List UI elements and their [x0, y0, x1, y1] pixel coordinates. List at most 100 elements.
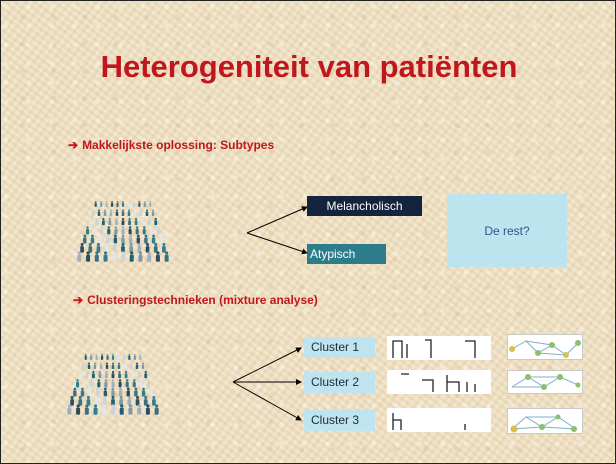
person-figure [111, 387, 115, 397]
person-figure [100, 226, 104, 235]
person-figure [86, 396, 91, 406]
person-figure [73, 387, 77, 397]
person-figure [94, 201, 97, 207]
person-figure [88, 387, 92, 397]
person-figure [75, 379, 80, 388]
person-figure [121, 251, 125, 262]
person-figure [102, 396, 107, 406]
person-figure [156, 226, 161, 235]
person-figure [102, 404, 107, 415]
person-figure [101, 217, 105, 226]
person-figure [137, 370, 141, 379]
person-figure [70, 396, 74, 406]
person-figure [133, 209, 137, 216]
person-figure [155, 251, 160, 262]
subtype-melancholisch: Melancholisch [307, 196, 422, 216]
person-figure [131, 370, 135, 379]
person-figure [122, 354, 126, 360]
person-figure [128, 217, 131, 226]
person-figure [97, 209, 101, 216]
person-figure [129, 251, 134, 262]
person-figure [105, 201, 108, 207]
cluster-2-pattern [387, 370, 491, 394]
person-figure [67, 404, 72, 415]
person-figure [111, 354, 115, 360]
person-figure [112, 251, 117, 262]
person-figure [111, 362, 115, 369]
person-figure [121, 217, 125, 226]
cluster-2-network-image [507, 370, 583, 394]
arrow-to-atypisch [246, 232, 308, 255]
person-figure [149, 387, 153, 397]
person-figure [98, 234, 102, 244]
person-figure [128, 234, 133, 244]
person-figure [154, 404, 159, 415]
person-figure [83, 234, 87, 244]
person-figure [152, 396, 156, 406]
person-figure [154, 217, 158, 226]
person-figure [107, 226, 111, 235]
person-figure [85, 226, 90, 235]
person-figure [121, 234, 125, 244]
person-figure [86, 251, 91, 262]
person-figure [128, 354, 131, 360]
person-figure [84, 404, 89, 415]
person-figure [94, 251, 99, 262]
bullet-clustering-text: Clusteringstechnieken (mixture analyse) [87, 293, 318, 307]
arrow-bullet-icon: ➔ [73, 293, 84, 307]
arrow-to-cluster-3 [232, 381, 302, 421]
person-figure [121, 209, 125, 216]
person-figure [147, 217, 151, 226]
cluster-2-label: Cluster 2 [304, 372, 375, 393]
person-figure [139, 354, 142, 360]
person-figure [111, 396, 115, 406]
person-figure [103, 251, 108, 262]
person-figure [114, 226, 118, 235]
person-figure [113, 234, 118, 244]
person-figure [144, 234, 148, 244]
person-figure [133, 354, 136, 360]
person-figure [142, 226, 146, 235]
person-figure [95, 217, 99, 226]
person-figure [115, 217, 118, 226]
person-figure [104, 379, 108, 388]
person-figure [145, 404, 150, 415]
person-figure [124, 370, 128, 379]
person-figure [129, 243, 134, 253]
person-figure [100, 354, 104, 360]
person-figure [162, 243, 166, 253]
arrow-bullet-icon: ➔ [68, 138, 79, 152]
person-figure [141, 217, 145, 226]
person-figure [135, 362, 139, 369]
person-figure [143, 396, 148, 406]
person-figure [78, 396, 83, 406]
person-figure [112, 243, 117, 253]
person-figure [84, 354, 87, 360]
person-figure [137, 404, 142, 415]
person-figure [143, 201, 146, 207]
person-figure [97, 379, 101, 388]
person-figure [118, 370, 121, 379]
person-figure [111, 404, 115, 415]
person-figure [138, 251, 143, 262]
person-figure [96, 243, 101, 253]
person-figure [146, 379, 151, 388]
person-figure [147, 251, 152, 262]
person-figure [149, 201, 152, 207]
cluster-3-pattern [387, 408, 491, 432]
person-figure [111, 370, 115, 379]
patient-crowd-image [67, 354, 159, 415]
person-figure [99, 362, 103, 369]
person-figure [90, 379, 94, 388]
person-figure [80, 243, 84, 253]
person-figure [145, 243, 150, 253]
person-figure [76, 404, 81, 415]
person-figure [132, 379, 136, 388]
person-figure [151, 234, 156, 244]
person-figure [94, 396, 99, 406]
person-figure [93, 404, 98, 415]
person-figure [141, 362, 145, 369]
arrow-to-cluster-1 [232, 347, 302, 383]
person-figure [100, 201, 103, 207]
